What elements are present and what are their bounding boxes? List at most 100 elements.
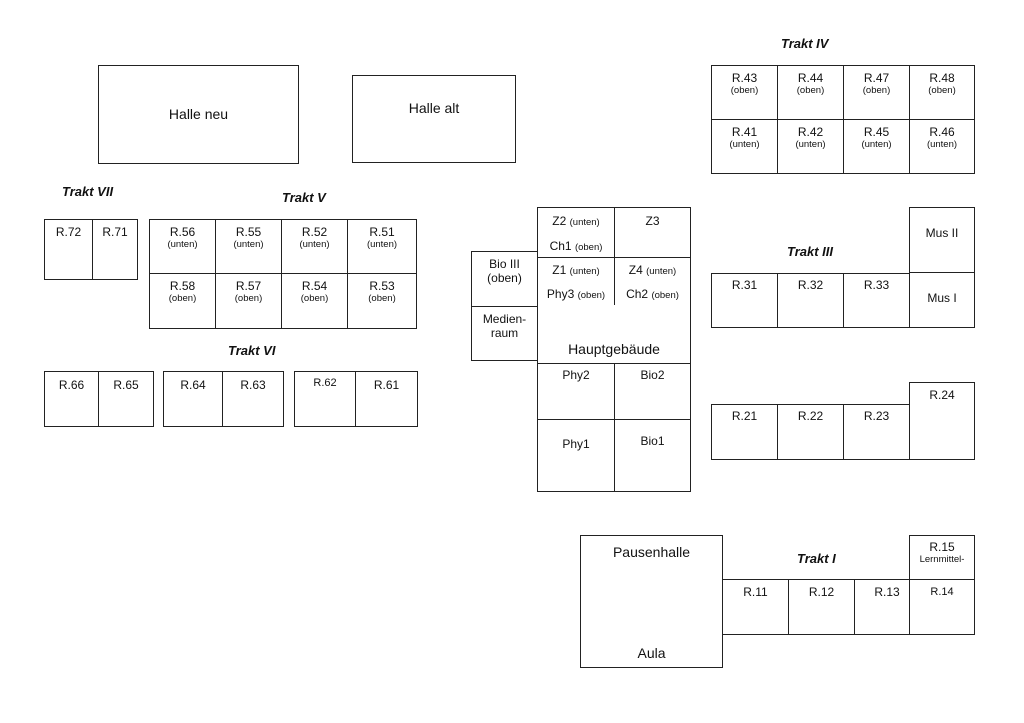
room-number: R.33 xyxy=(863,278,890,292)
room-r66[interactable]: R.66 xyxy=(44,371,99,427)
room-r33[interactable]: R.33 xyxy=(843,273,910,328)
room-number: R.63 xyxy=(240,378,266,392)
room-r45[interactable]: R.45(unten) xyxy=(843,119,910,174)
room-r43[interactable]: R.43(oben) xyxy=(711,65,778,120)
room-number: R.72 xyxy=(55,225,82,239)
room-number: R.62 xyxy=(313,377,337,389)
room-r23[interactable]: R.23 xyxy=(843,404,910,460)
room-floor: (oben) xyxy=(574,242,603,253)
room-r63[interactable]: R.63 xyxy=(222,371,284,427)
room-number: R.65 xyxy=(113,378,139,392)
room-r32[interactable]: R.32 xyxy=(777,273,844,328)
pausenhalle-aula[interactable]: Pausenhalle Aula xyxy=(580,535,723,668)
room-number: R.32 xyxy=(797,278,824,292)
room-r71[interactable]: R.71 xyxy=(92,219,138,280)
room-number: R.11 xyxy=(743,585,768,599)
room-r44[interactable]: R.44(oben) xyxy=(777,65,844,120)
room-r57[interactable]: R.57(oben) xyxy=(215,273,282,329)
room-r61[interactable]: R.61 xyxy=(355,371,418,427)
room-number: R.42 xyxy=(797,125,824,139)
room-phy2[interactable]: Phy2 xyxy=(537,363,615,420)
room-number: R.48 xyxy=(929,71,955,85)
room-r24[interactable]: R.24 xyxy=(909,382,975,460)
halle-alt[interactable]: Halle alt xyxy=(352,75,516,163)
wing-label-trakt-vii: Trakt VII xyxy=(62,184,114,199)
room-r31[interactable]: R.31 xyxy=(711,273,778,328)
room-floor: (unten) xyxy=(569,266,600,277)
room-z2-ch1[interactable]: Z2 (unten) Ch1 (oben) xyxy=(537,207,615,258)
room-floor: (unten) xyxy=(233,238,264,250)
room-floor: (oben) xyxy=(168,292,197,304)
room-phy1[interactable]: Phy1 xyxy=(537,419,615,492)
room-r21[interactable]: R.21 xyxy=(711,404,778,460)
room-z1-phy3[interactable]: Z1 (unten) Phy3 (oben) xyxy=(537,257,615,306)
room-mus-i[interactable]: Mus I xyxy=(909,272,975,328)
pausenhalle-label: Pausenhalle xyxy=(612,544,691,560)
room-number: Bio1 xyxy=(640,434,665,448)
room-r14[interactable]: R.14 xyxy=(909,579,975,635)
wing-label-trakt-i: Trakt I xyxy=(797,551,836,566)
room-name-line2: raum xyxy=(490,325,519,340)
room-floor: (oben) xyxy=(487,270,522,285)
room-r58[interactable]: R.58(oben) xyxy=(149,273,216,329)
room-floor: (unten) xyxy=(299,238,330,250)
room-r72[interactable]: R.72 xyxy=(44,219,93,280)
room-medienraum[interactable]: Medien-raum xyxy=(471,306,538,361)
room-number: R.56 xyxy=(169,225,196,239)
hauptgebaeude-hall[interactable] xyxy=(537,305,691,364)
room-mus-ii[interactable]: Mus II xyxy=(909,207,975,273)
room-r64[interactable]: R.64 xyxy=(163,371,223,427)
room-floor: (oben) xyxy=(862,84,891,96)
room-r55[interactable]: R.55(unten) xyxy=(215,219,282,274)
room-r48[interactable]: R.48(oben) xyxy=(909,65,975,120)
room-r52[interactable]: R.52(unten) xyxy=(281,219,348,274)
room-r51[interactable]: R.51(unten) xyxy=(347,219,417,274)
room-z4-ch2[interactable]: Z4 (unten) Ch2 (oben) xyxy=(614,257,691,306)
room-r12[interactable]: R.12 xyxy=(788,579,855,635)
room-r56[interactable]: R.56(unten) xyxy=(149,219,216,274)
room-r65[interactable]: R.65 xyxy=(98,371,154,427)
room-r47[interactable]: R.47(oben) xyxy=(843,65,910,120)
room-r54[interactable]: R.54(oben) xyxy=(281,273,348,329)
room-number: R.71 xyxy=(102,225,128,239)
room-r62[interactable]: R.62 xyxy=(294,371,356,427)
room-number: Phy1 xyxy=(562,437,590,451)
wing-label-trakt-iv: Trakt IV xyxy=(781,36,829,51)
room-number: R.44 xyxy=(797,71,824,85)
room-floor: (unten) xyxy=(795,138,826,150)
room-r46[interactable]: R.46(unten) xyxy=(909,119,975,174)
room-number: R.55 xyxy=(235,225,262,239)
aula-label: Aula xyxy=(637,645,666,661)
room-number: R.51 xyxy=(369,225,395,239)
room-number: R.58 xyxy=(169,279,196,293)
wing-label-trakt-vi: Trakt VI xyxy=(228,343,276,358)
room-number: Z4 xyxy=(628,263,643,277)
room-r53[interactable]: R.53(oben) xyxy=(347,273,417,329)
room-number: R.52 xyxy=(301,225,328,239)
room-number: Bio2 xyxy=(640,368,665,382)
room-bio-iii[interactable]: Bio III(oben) xyxy=(471,251,538,307)
room-r22[interactable]: R.22 xyxy=(777,404,844,460)
room-number: R.21 xyxy=(731,409,758,423)
room-floor: (unten) xyxy=(926,138,958,150)
room-bio2[interactable]: Bio2 xyxy=(614,363,691,420)
room-number: Z1 xyxy=(552,263,567,277)
room-floor: (oben) xyxy=(730,84,759,96)
room-floor: (unten) xyxy=(167,238,198,250)
room-number: R.64 xyxy=(180,378,206,392)
room-floor: (oben) xyxy=(577,290,606,301)
room-r41[interactable]: R.41(unten) xyxy=(711,119,778,174)
room-floor: (unten) xyxy=(366,238,398,250)
halle-neu[interactable]: Halle neu xyxy=(98,65,299,164)
room-number: R.13 xyxy=(874,585,900,599)
room-r13[interactable]: R.13 xyxy=(854,579,910,635)
room-name-line1: Medien- xyxy=(482,312,527,326)
halle-neu-label: Halle neu xyxy=(168,106,229,122)
room-r42[interactable]: R.42(unten) xyxy=(777,119,844,174)
room-number: R.45 xyxy=(863,125,890,139)
room-r11[interactable]: R.11 xyxy=(722,579,789,635)
room-number: R.61 xyxy=(373,378,400,392)
room-z3[interactable]: Z3 xyxy=(614,207,691,258)
room-bio1[interactable]: Bio1 xyxy=(614,419,691,492)
